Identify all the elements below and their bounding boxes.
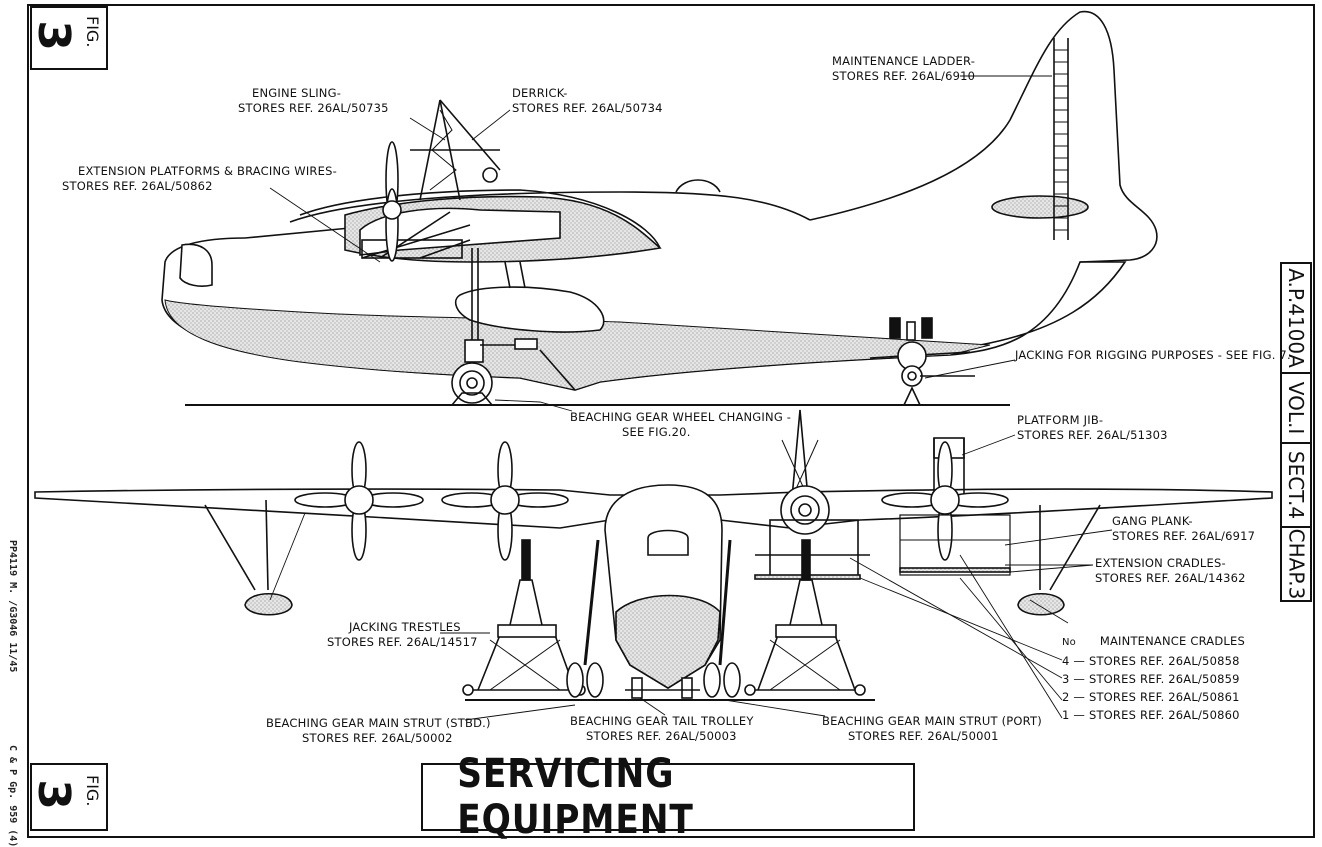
reference-sect: SECT.4	[1284, 450, 1309, 520]
propeller-left-outer	[294, 441, 424, 561]
label-maintenance-cradles: No MAINTENANCE CRADLES 4 — STORES REF. 2…	[1062, 634, 1245, 723]
figure-box-top: 3 FIG.	[27, 6, 108, 70]
propeller-right-outer	[881, 441, 1009, 561]
label-extension-cradles: EXTENSION CRADLES- STORES REF. 26AL/1436…	[1095, 556, 1246, 585]
label-jacking-rigging: JACKING FOR RIGGING PURPOSES - SEE FIG. …	[1015, 348, 1291, 362]
label-derrick: DERRICK- STORES REF. 26AL/50734	[512, 86, 663, 115]
label-beaching-wheel: BEACHING GEAR WHEEL CHANGING - SEE FIG.2…	[570, 410, 792, 439]
label-platform-jib: PLATFORM JIB- STORES REF. 26AL/51303	[1017, 413, 1168, 442]
reference-vol: VOL.I	[1284, 381, 1309, 435]
label-jacking-trestles: JACKING TRESTLES STORES REF. 26AL/14517	[327, 620, 478, 649]
label-main-strut-port: BEACHING GEAR MAIN STRUT (PORT) STORES R…	[822, 714, 1042, 743]
figure-word-top: FIG.	[83, 16, 102, 48]
figure-number-top: 3	[27, 20, 79, 51]
print-code: PP4119 M. /G3046 11/45	[7, 540, 18, 673]
jacking-trestle-right	[744, 539, 866, 696]
cradle-row-3: 3 — STORES REF. 26AL/50859	[1062, 672, 1240, 686]
figure-word-bottom: FIG.	[83, 775, 102, 807]
figure-box-bottom: 3 FIG.	[27, 763, 108, 831]
front-view	[34, 409, 1273, 701]
cradle-row-1: 1 — STORES REF. 26AL/50860	[1062, 708, 1240, 722]
reference-chap: CHAP.3	[1284, 528, 1308, 600]
leader-lines	[269, 75, 1113, 721]
label-main-strut-stbd: BEACHING GEAR MAIN STRUT (STBD.) STORES …	[266, 716, 491, 745]
cradle-row-4: 4 — STORES REF. 26AL/50858	[1062, 654, 1240, 668]
propeller-left-inner	[441, 441, 569, 561]
label-maintenance-ladder: MAINTENANCE LADDER- STORES REF. 26AL/691…	[832, 54, 976, 83]
printer-code: C & P Gp. 959 (4)	[7, 745, 18, 847]
side-view	[161, 10, 1158, 406]
jacking-trestle-left	[462, 539, 586, 696]
drawing-title: SERVICING EQUIPMENT	[457, 751, 694, 843]
cradle-heading: No MAINTENANCE CRADLES	[1062, 634, 1246, 648]
title-box: SERVICING EQUIPMENT	[421, 751, 915, 843]
label-tail-trolley: BEACHING GEAR TAIL TROLLEY STORES REF. 2…	[570, 714, 754, 743]
publication-reference: A.P.4100A VOL.I SECT.4 CHAP.3	[1280, 262, 1312, 602]
label-gang-plank: GANG PLANK- STORES REF. 26AL/6917	[1112, 514, 1256, 543]
label-engine-sling: ENGINE SLING- STORES REF. 26AL/50735	[238, 86, 389, 115]
figure-number-bottom: 3	[27, 779, 79, 810]
label-extension-platforms: EXTENSION PLATFORMS & BRACING WIRES- STO…	[62, 164, 337, 193]
cradle-row-2: 2 — STORES REF. 26AL/50861	[1062, 690, 1240, 704]
